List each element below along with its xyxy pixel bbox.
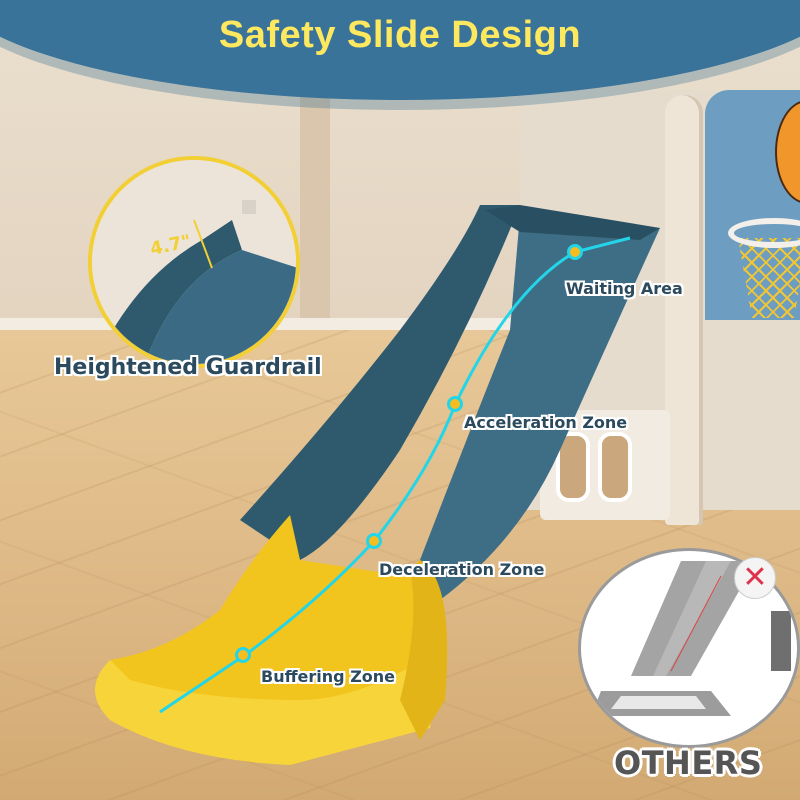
page-title: Safety Slide Design xyxy=(218,14,582,56)
zone-label-buffering: Buffering Zone xyxy=(261,667,396,686)
others-label: OTHERS xyxy=(614,744,763,782)
zone-marker-acceleration xyxy=(447,396,463,412)
guardrail-zoom-bubble xyxy=(88,156,300,368)
competitor-slide-illustration xyxy=(591,561,791,716)
zone-marker-waiting xyxy=(567,244,583,260)
zone-marker-buffering xyxy=(235,647,251,663)
wall-pillar xyxy=(300,90,330,330)
zone-marker-deceleration xyxy=(366,533,382,549)
zone-label-acceleration: Acceleration Zone xyxy=(464,413,628,432)
playset-post xyxy=(665,95,703,525)
guardrail-label: Heightened Guardrail xyxy=(54,355,322,380)
x-mark-icon: ✕ xyxy=(734,557,776,599)
zone-label-deceleration: Deceleration Zone xyxy=(379,560,545,579)
guardrail-detail xyxy=(92,160,296,364)
zone-label-waiting: Waiting Area xyxy=(566,279,683,298)
basketball-hoop xyxy=(728,218,800,248)
fence-opening xyxy=(598,432,632,502)
